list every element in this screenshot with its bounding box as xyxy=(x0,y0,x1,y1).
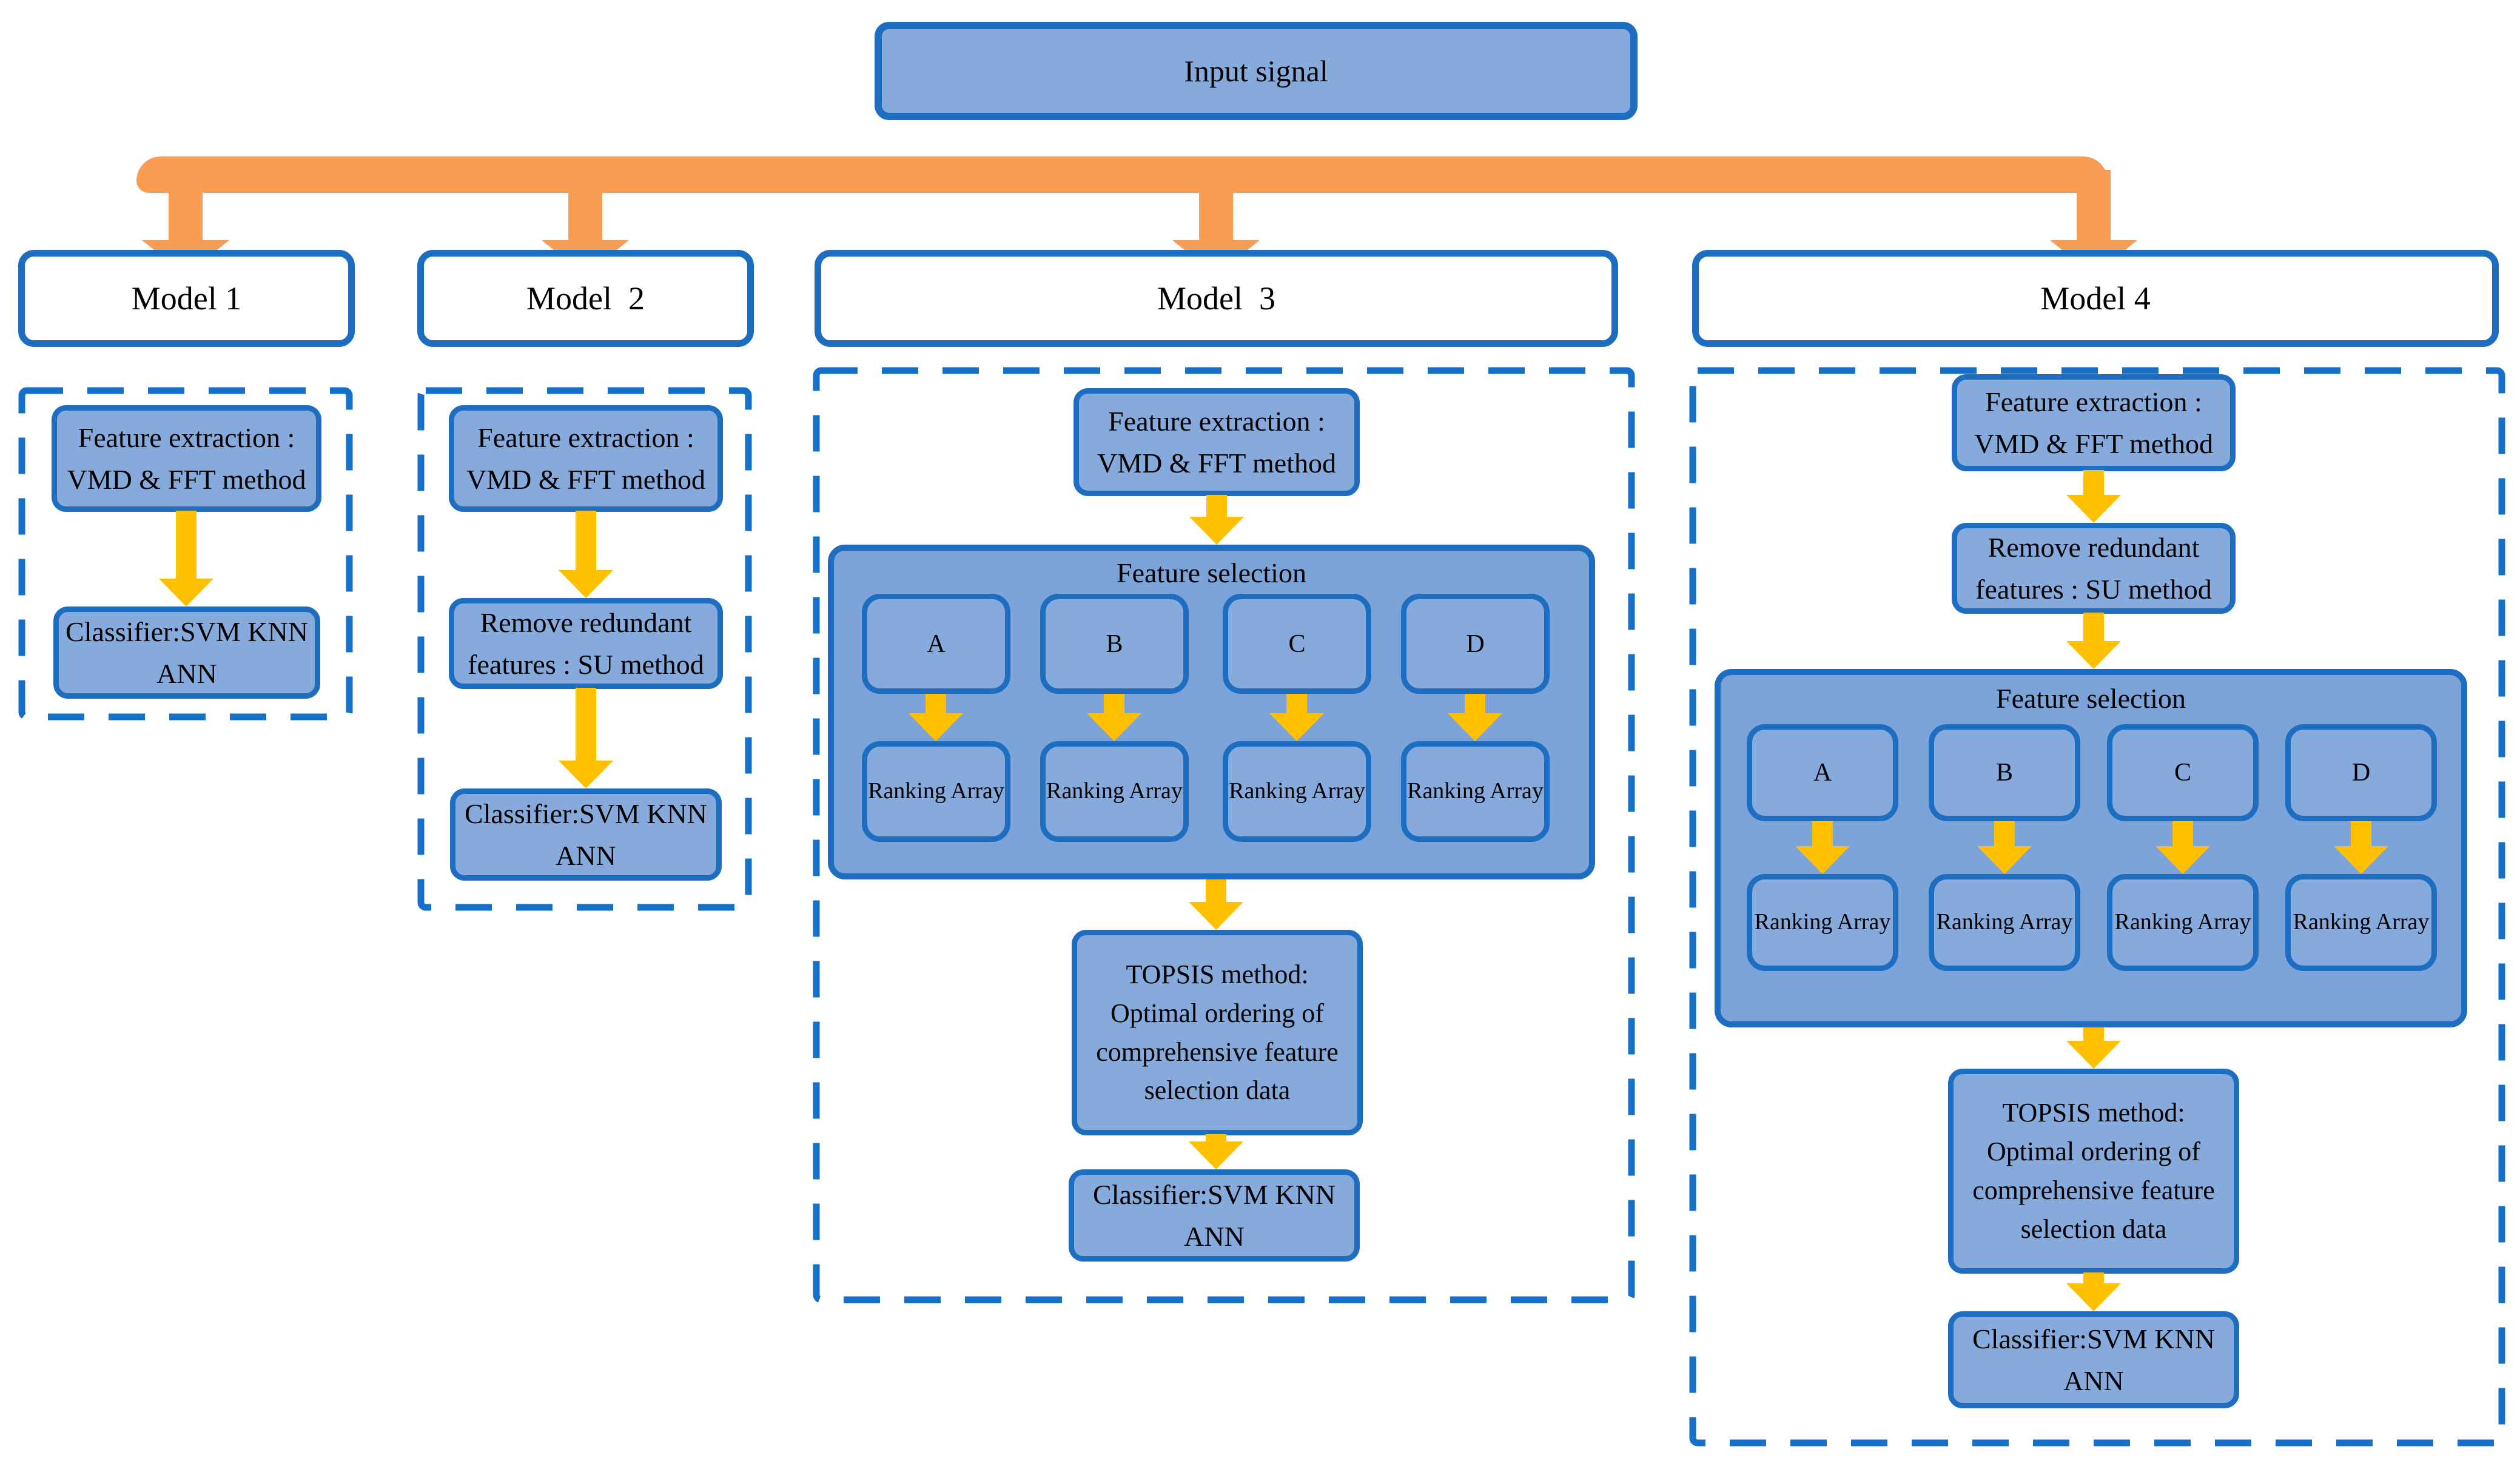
down-arrow-stem xyxy=(1286,694,1307,716)
down-arrow-stem xyxy=(576,688,596,762)
model-4-remove-redundant-box: Remove redundant features : SU method xyxy=(1952,523,2236,614)
orange-horizontal-bar xyxy=(136,156,2108,193)
orange-stem-model-3 xyxy=(1199,192,1233,243)
model-4-method-a-box: A xyxy=(1747,724,1898,821)
model-4-header: Model 4 xyxy=(1692,250,2499,347)
down-arrow-head xyxy=(1189,517,1244,545)
down-arrow-head xyxy=(1977,846,2032,874)
down-arrow-head xyxy=(1448,713,1502,741)
model-3-ranking-array-box: Ranking Array xyxy=(1040,741,1189,842)
down-arrow-stem xyxy=(1206,879,1226,904)
down-arrow-head xyxy=(1795,846,1850,874)
model-4-ranking-array-box: Ranking Array xyxy=(2285,874,2437,971)
down-arrow-head xyxy=(1189,902,1243,930)
down-arrow-head xyxy=(559,761,613,788)
model-3-dashed-container xyxy=(813,367,1635,1303)
model-4-method-c-box: C xyxy=(2107,724,2259,821)
model-2-remove-redundant-box: Remove redundant features : SU method xyxy=(449,598,723,689)
model-2-classifier-box: Classifier:SVM KNN ANN xyxy=(450,788,722,881)
down-arrow-stem xyxy=(576,511,596,571)
down-arrow-stem xyxy=(1812,821,1833,846)
input-signal-box: Input signal xyxy=(875,22,1638,120)
model-3-topsis-box: TOPSIS method: Optimal ordering of compr… xyxy=(1072,930,1363,1135)
down-arrow-head xyxy=(2066,495,2121,523)
model-3-method-a-box: A xyxy=(862,594,1010,694)
down-arrow-stem xyxy=(1465,694,1485,716)
down-arrow-stem xyxy=(2351,821,2371,846)
down-arrow-stem xyxy=(1994,821,2015,846)
model-4-topsis-box: TOPSIS method: Optimal ordering of compr… xyxy=(1948,1069,2239,1274)
model-3-header: Model 3 xyxy=(815,250,1618,347)
model-4-ranking-array-box: Ranking Array xyxy=(2107,874,2259,971)
model-4-method-d-box: D xyxy=(2285,724,2437,821)
down-arrow-head xyxy=(2066,641,2121,669)
down-arrow-stem xyxy=(2083,470,2104,497)
model-4-feature-extraction-box: Feature extraction : VMD & FFT method xyxy=(1952,374,2236,471)
model-2-header: Model 2 xyxy=(417,250,754,347)
model-1-classifier-box: Classifier:SVM KNN ANN xyxy=(53,607,320,699)
down-arrow-head xyxy=(2066,1041,2121,1069)
down-arrow-stem xyxy=(2083,1272,2104,1286)
down-arrow-stem xyxy=(2083,613,2104,643)
model-4-ranking-array-box: Ranking Array xyxy=(1747,874,1898,971)
down-arrow-stem xyxy=(2172,821,2193,846)
down-arrow-stem xyxy=(926,694,946,716)
down-arrow-head xyxy=(2334,846,2388,874)
model-2-feature-extraction-box: Feature extraction : VMD & FFT method xyxy=(449,405,723,512)
model-1-header: Model 1 xyxy=(18,250,355,347)
model-3-method-c-box: C xyxy=(1223,594,1371,694)
down-arrow-head xyxy=(2066,1283,2121,1311)
model-1-dashed-container xyxy=(18,387,353,721)
model-1-feature-extraction-box: Feature extraction : VMD & FFT method xyxy=(52,405,321,512)
orange-stem-model-4 xyxy=(2077,170,2111,243)
down-arrow-stem xyxy=(1104,694,1124,716)
model-3-ranking-array-box: Ranking Array xyxy=(1223,741,1371,842)
model-3-ranking-array-box: Ranking Array xyxy=(862,741,1010,842)
down-arrow-head xyxy=(559,570,613,598)
model-3-method-b-box: B xyxy=(1040,594,1189,694)
model-4-ranking-array-box: Ranking Array xyxy=(1929,874,2080,971)
down-arrow-head xyxy=(1087,713,1141,741)
down-arrow-head xyxy=(1189,1141,1243,1169)
model-3-feature-extraction-box: Feature extraction : VMD & FFT method xyxy=(1074,388,1360,496)
down-arrow-head xyxy=(1269,713,1324,741)
down-arrow-stem xyxy=(176,511,197,579)
model-3-classifier-box: Classifier:SVM KNN ANN xyxy=(1069,1169,1360,1262)
model-4-method-b-box: B xyxy=(1929,724,2080,821)
model-4-classifier-box: Classifier:SVM KNN ANN xyxy=(1948,1311,2239,1408)
model-4-feature-selection-title: Feature selection xyxy=(1996,683,2186,714)
model-3-feature-selection-title: Feature selection xyxy=(1117,557,1306,588)
model-2-dashed-container xyxy=(417,387,752,911)
orange-stem-model-1 xyxy=(169,170,203,243)
model-3-method-d-box: D xyxy=(1401,594,1550,694)
down-arrow-head xyxy=(909,713,963,741)
model-4-dashed-container xyxy=(1689,367,2505,1447)
down-arrow-head xyxy=(2155,846,2210,874)
orange-stem-model-2 xyxy=(568,192,602,243)
down-arrow-head xyxy=(159,579,213,607)
down-arrow-stem xyxy=(1206,495,1227,518)
model-3-ranking-array-box: Ranking Array xyxy=(1401,741,1550,842)
